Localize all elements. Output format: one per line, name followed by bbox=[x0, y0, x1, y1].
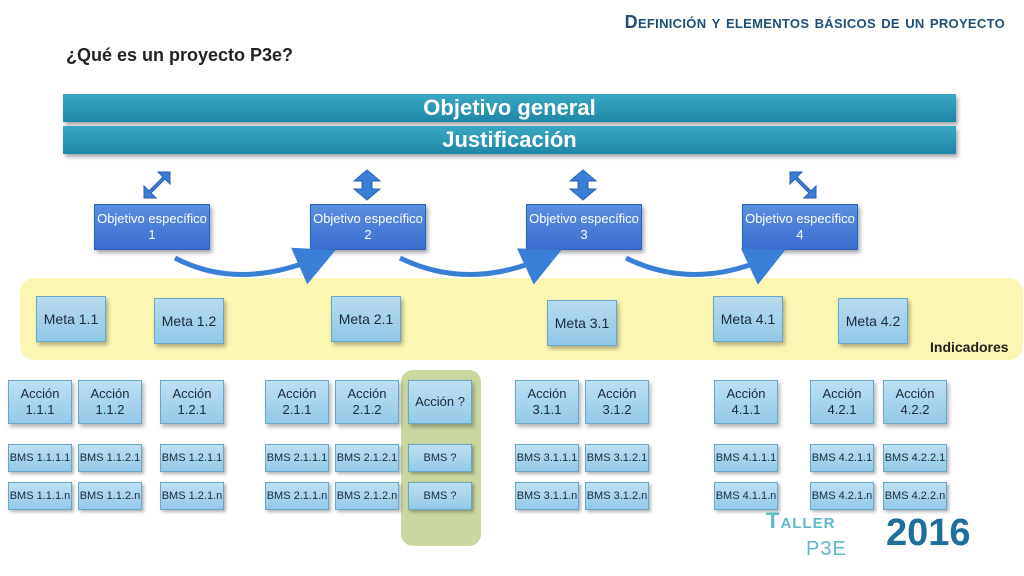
bms-box: BMS 4.2.2.n bbox=[883, 482, 947, 510]
objetivo-especifico-box: Objetivo específico 1 bbox=[94, 204, 210, 250]
justificacion-banner: Justificación bbox=[63, 126, 956, 154]
objetivo-especifico-box: Objetivo específico 4 bbox=[742, 204, 858, 250]
bms-box: BMS 4.2.1.n bbox=[810, 482, 874, 510]
bms-box: BMS 2.1.2.1 bbox=[335, 444, 399, 472]
meta-box: Meta 4.1 bbox=[713, 296, 783, 342]
bms-box: BMS 4.2.1.1 bbox=[810, 444, 874, 472]
accion-box: Acción 4.1.1 bbox=[714, 380, 778, 424]
indicadores-label: Indicadores bbox=[930, 339, 1009, 355]
bms-box: BMS 3.1.1.1 bbox=[515, 444, 579, 472]
accion-box: Acción 1.1.2 bbox=[78, 380, 142, 424]
diagonal-arrow-icon bbox=[143, 171, 171, 199]
accion-box: Acción 3.1.2 bbox=[585, 380, 649, 424]
meta-box: Meta 3.1 bbox=[547, 300, 617, 346]
bms-box: BMS 4.2.2.1 bbox=[883, 444, 947, 472]
curved-arrows bbox=[173, 247, 786, 285]
diagonal-arrow-icon bbox=[789, 171, 817, 199]
accion-box: Acción 3.1.1 bbox=[515, 380, 579, 424]
bms-box: BMS 3.1.2.1 bbox=[585, 444, 649, 472]
curved-arrow-icon bbox=[624, 248, 786, 285]
bms-box: BMS 1.2.1.1 bbox=[160, 444, 224, 472]
p3e-logo-text: P3E bbox=[806, 538, 847, 560]
accion-box: Acción 4.2.1 bbox=[810, 380, 874, 424]
slide-subtitle: ¿Qué es un proyecto P3e? bbox=[66, 45, 294, 65]
accion-box: Acción 4.2.2 bbox=[883, 380, 947, 424]
bms-box: BMS 4.1.1.1 bbox=[714, 444, 778, 472]
objetivo-especifico-box: Objetivo específico 2 bbox=[310, 204, 426, 250]
accion-box: Acción 2.1.1 bbox=[265, 380, 329, 424]
curved-arrow-icon bbox=[173, 247, 336, 285]
bms-box: BMS 1.1.1.1 bbox=[8, 444, 72, 472]
bms-box: BMS 1.1.2.1 bbox=[78, 444, 142, 472]
bms-box: BMS ? bbox=[408, 482, 472, 510]
objetivo-especifico-box: Objetivo específico 3 bbox=[526, 204, 642, 250]
bms-box: BMS 1.1.1.n bbox=[8, 482, 72, 510]
accion-box: Acción 1.1.1 bbox=[8, 380, 72, 424]
bms-box: BMS 3.1.2.n bbox=[585, 482, 649, 510]
bms-box: BMS 1.2.1.n bbox=[160, 482, 224, 510]
year-logo-text: 2016 bbox=[886, 512, 971, 554]
meta-box: Meta 4.2 bbox=[838, 298, 908, 344]
slide-title: Definición y elementos básicos de un pro… bbox=[624, 12, 1005, 32]
objetivo-general-banner: Objetivo general bbox=[63, 94, 956, 122]
bms-box: BMS 2.1.2.n bbox=[335, 482, 399, 510]
vertical-arrow-icon bbox=[352, 169, 382, 201]
bms-box: BMS 2.1.1.1 bbox=[265, 444, 329, 472]
taller-logo-text: Taller bbox=[766, 508, 836, 533]
bms-box: BMS 3.1.1.n bbox=[515, 482, 579, 510]
bms-box: BMS 2.1.1.n bbox=[265, 482, 329, 510]
meta-box: Meta 2.1 bbox=[331, 296, 401, 342]
bms-box: BMS 4.1.1.n bbox=[714, 482, 778, 510]
accion-box: Acción ? bbox=[408, 380, 472, 424]
accion-box: Acción 1.2.1 bbox=[160, 380, 224, 424]
meta-box: Meta 1.2 bbox=[154, 298, 224, 344]
bms-box: BMS ? bbox=[408, 444, 472, 472]
vertical-arrow-icon bbox=[568, 169, 598, 201]
bms-box: BMS 1.1.2.n bbox=[78, 482, 142, 510]
accion-box: Acción 2.1.2 bbox=[335, 380, 399, 424]
meta-box: Meta 1.1 bbox=[36, 296, 106, 342]
curved-arrow-icon bbox=[398, 248, 562, 285]
